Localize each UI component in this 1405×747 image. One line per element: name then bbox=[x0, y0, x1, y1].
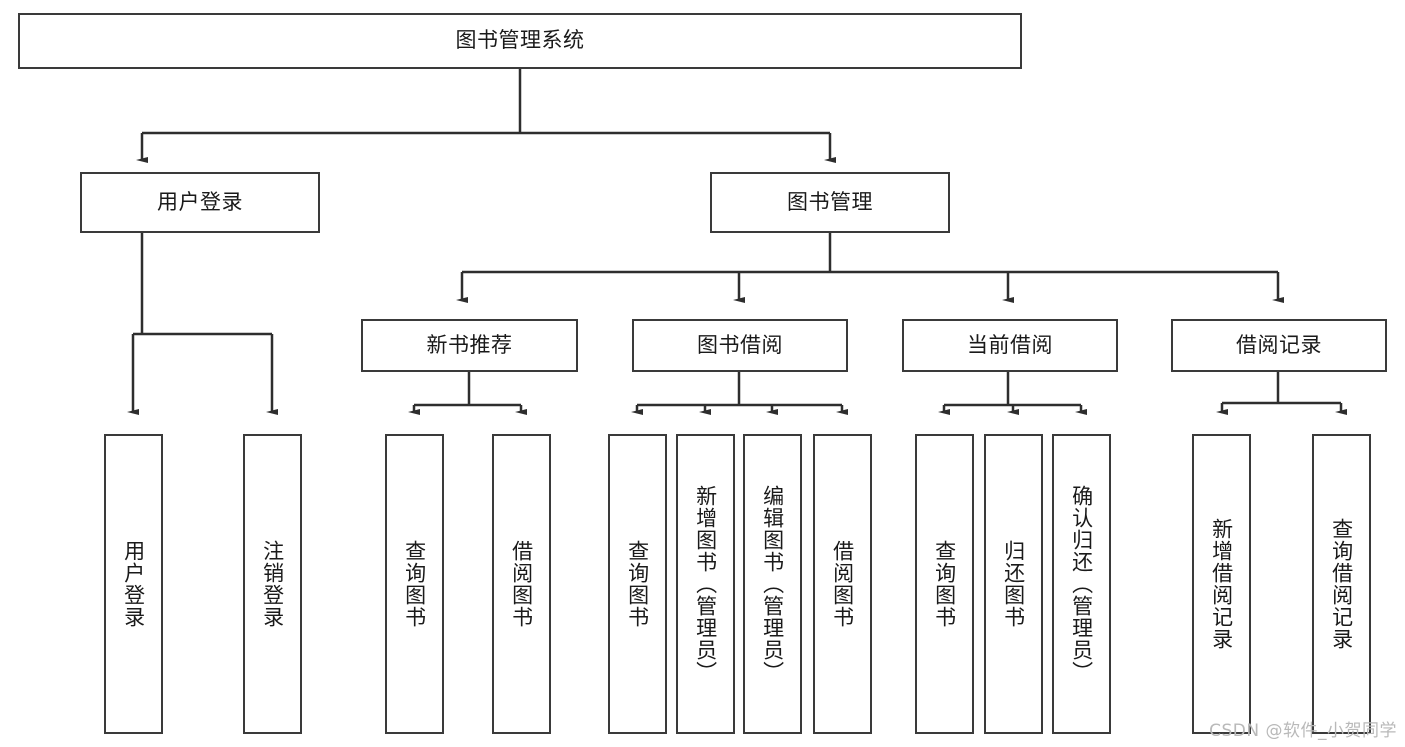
node-leaf-add-record[interactable]: 新增借阅记录 bbox=[1192, 434, 1251, 734]
node-root[interactable]: 图书管理系统 bbox=[18, 13, 1022, 69]
node-leaf-confirm-return[interactable]: 确认归还（管理员） bbox=[1052, 434, 1111, 734]
node-leaf-query-record-label: 查询借阅记录 bbox=[1329, 518, 1354, 650]
node-leaf-user-login[interactable]: 用户登录 bbox=[104, 434, 163, 734]
watermark: CSDN @软件_小贺同学 bbox=[1209, 721, 1397, 741]
node-leaf-query-book-1-label: 查询图书 bbox=[402, 540, 427, 628]
node-new-book-rec-label: 新书推荐 bbox=[426, 332, 513, 357]
node-user-login[interactable]: 用户登录 bbox=[80, 172, 320, 233]
node-user-login-label: 用户登录 bbox=[157, 189, 243, 214]
node-leaf-query-record[interactable]: 查询借阅记录 bbox=[1312, 434, 1371, 734]
node-book-manage[interactable]: 图书管理 bbox=[710, 172, 950, 233]
node-current-borrow-label: 当前借阅 bbox=[967, 332, 1053, 357]
node-leaf-user-login-label: 用户登录 bbox=[121, 540, 146, 628]
node-borrow-record[interactable]: 借阅记录 bbox=[1171, 319, 1387, 372]
node-root-label: 图书管理系统 bbox=[455, 28, 585, 53]
node-book-borrow[interactable]: 图书借阅 bbox=[632, 319, 848, 372]
node-new-book-rec[interactable]: 新书推荐 bbox=[361, 319, 578, 372]
node-leaf-query-book-3-label: 查询图书 bbox=[932, 540, 957, 628]
node-leaf-edit-book-label: 编辑图书（管理员） bbox=[760, 485, 785, 683]
node-leaf-query-book-1[interactable]: 查询图书 bbox=[385, 434, 444, 734]
node-leaf-add-record-label: 新增借阅记录 bbox=[1209, 518, 1234, 650]
node-leaf-borrow-book-1[interactable]: 借阅图书 bbox=[492, 434, 551, 734]
node-leaf-borrow-book-2[interactable]: 借阅图书 bbox=[813, 434, 872, 734]
node-leaf-logout[interactable]: 注销登录 bbox=[243, 434, 302, 734]
node-book-borrow-label: 图书借阅 bbox=[697, 332, 783, 357]
node-leaf-query-book-3[interactable]: 查询图书 bbox=[915, 434, 974, 734]
node-leaf-edit-book[interactable]: 编辑图书（管理员） bbox=[743, 434, 802, 734]
node-leaf-add-book-label: 新增图书（管理员） bbox=[693, 485, 718, 683]
node-leaf-logout-label: 注销登录 bbox=[260, 540, 285, 628]
node-leaf-return-book[interactable]: 归还图书 bbox=[984, 434, 1043, 734]
node-book-manage-label: 图书管理 bbox=[787, 189, 873, 214]
node-current-borrow[interactable]: 当前借阅 bbox=[902, 319, 1118, 372]
node-leaf-return-book-label: 归还图书 bbox=[1001, 540, 1026, 628]
node-leaf-borrow-book-2-label: 借阅图书 bbox=[830, 540, 855, 628]
node-borrow-record-label: 借阅记录 bbox=[1236, 332, 1322, 357]
node-leaf-query-book-2[interactable]: 查询图书 bbox=[608, 434, 667, 734]
node-leaf-borrow-book-1-label: 借阅图书 bbox=[509, 540, 534, 628]
node-leaf-confirm-return-label: 确认归还（管理员） bbox=[1069, 485, 1094, 683]
node-leaf-add-book[interactable]: 新增图书（管理员） bbox=[676, 434, 735, 734]
node-leaf-query-book-2-label: 查询图书 bbox=[625, 540, 650, 628]
